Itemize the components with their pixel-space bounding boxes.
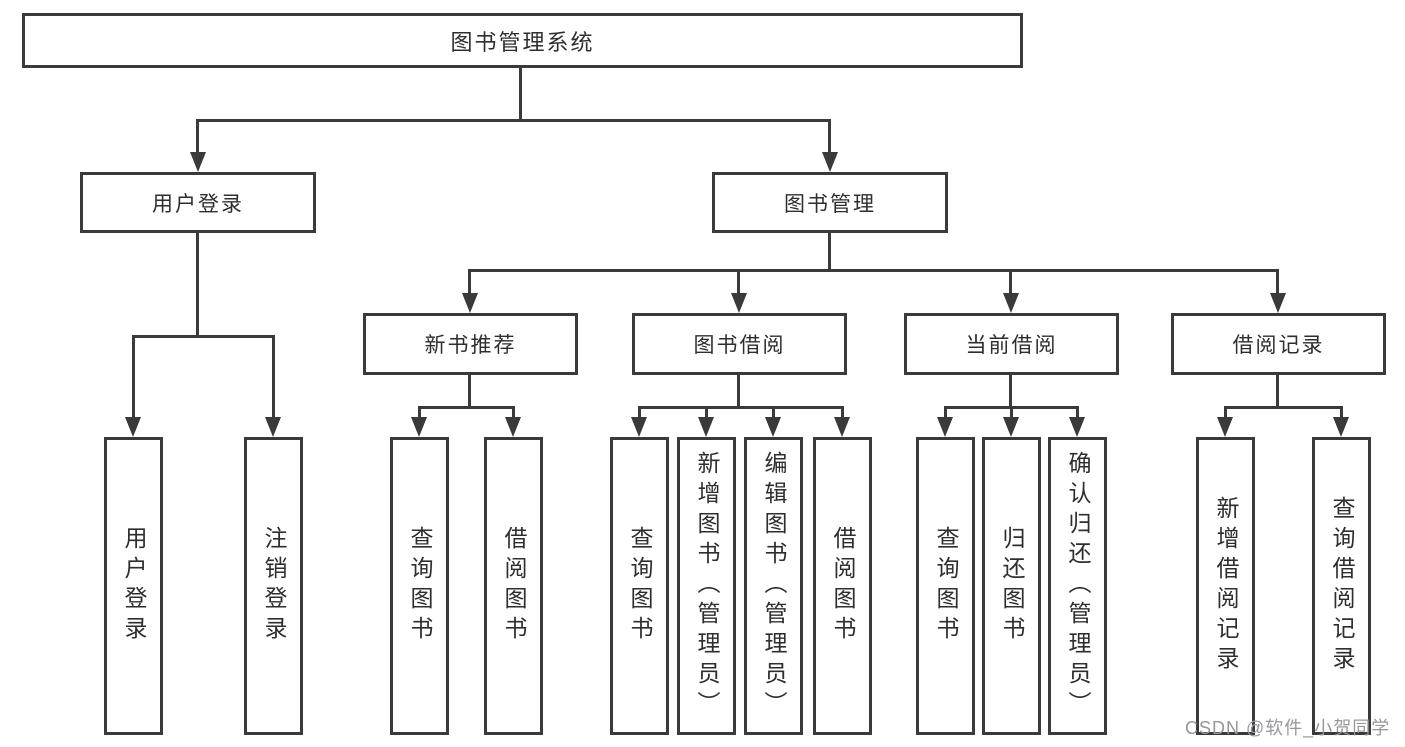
leaf-borrow-books-borrowing: 借阅图书 (813, 437, 872, 735)
connector-line (196, 232, 199, 337)
arrow-head (631, 417, 647, 437)
arrow-head (411, 417, 427, 437)
node-label: 图书管理系统 (450, 29, 595, 55)
leaf-confirm-return-admin: 确认归还（管理员） (1048, 437, 1107, 735)
connector-line (468, 374, 471, 409)
leaf-borrow-books-recommend: 借阅图书 (484, 437, 543, 735)
arrow-head (765, 417, 781, 437)
leaf-query-books-borrowing: 查询图书 (610, 437, 669, 735)
connector-line (1340, 406, 1343, 419)
connector-line (519, 67, 522, 121)
connector-line (737, 374, 740, 409)
connector-line (1076, 406, 1079, 419)
node-borrowing-records: 借阅记录 (1171, 313, 1386, 375)
connector-line (1009, 269, 1012, 295)
node-label: 图书管理 (784, 192, 876, 216)
leaf-add-book-admin: 新增图书（管理员） (677, 437, 736, 735)
csdn-watermark: CSDN @软件_小贺同学 (1185, 718, 1391, 738)
connector-line (1010, 406, 1013, 419)
connector-line (512, 406, 515, 419)
leaf-user-login: 用户登录 (104, 437, 163, 735)
node-label: 确认归还（管理员） (1065, 451, 1091, 721)
node-system-root: 图书管理系统 (22, 13, 1023, 68)
arrow-head (731, 293, 747, 313)
connector-line (1276, 374, 1279, 409)
connector-line (638, 406, 641, 419)
connector-line (944, 406, 947, 419)
connector-line (737, 269, 740, 295)
arrow-head (265, 417, 281, 437)
connector-line (418, 406, 515, 409)
arrow-head (125, 417, 141, 437)
node-label: 注销登录 (261, 526, 287, 646)
node-book-management: 图书管理 (712, 172, 948, 233)
node-label: 归还图书 (999, 526, 1025, 646)
leaf-logout: 注销登录 (244, 437, 303, 735)
node-label: 查询图书 (407, 526, 433, 646)
connector-line (1009, 374, 1012, 409)
arrow-head (698, 417, 714, 437)
leaf-query-books-current: 查询图书 (916, 437, 975, 735)
node-label: 新书推荐 (424, 334, 517, 357)
leaf-return-books: 归还图书 (982, 437, 1041, 735)
node-label: 编辑图书（管理员） (761, 451, 787, 721)
connector-line (197, 119, 831, 122)
connector-line (196, 119, 199, 154)
arrow-head (834, 417, 850, 437)
node-label: 借阅图书 (830, 526, 856, 646)
node-label: 查询图书 (627, 526, 653, 646)
leaf-add-borrow-record: 新增借阅记录 (1196, 437, 1255, 735)
node-user-login: 用户登录 (80, 172, 316, 233)
arrow-head (505, 417, 521, 437)
node-current-borrowing: 当前借阅 (904, 313, 1119, 375)
arrow-head (937, 417, 953, 437)
node-new-book-recommendation: 新书推荐 (363, 313, 578, 375)
arrow-head (1217, 417, 1233, 437)
node-label: 新增借阅记录 (1213, 496, 1239, 676)
node-label: 借阅图书 (501, 526, 527, 646)
connector-line (828, 119, 831, 154)
arrow-head (1003, 417, 1019, 437)
node-label: 用户登录 (121, 526, 147, 646)
leaf-edit-book-admin: 编辑图书（管理员） (744, 437, 803, 735)
connector-line (1224, 406, 1227, 419)
node-label: 新增图书（管理员） (694, 451, 720, 721)
connector-line (1276, 269, 1279, 295)
arrow-head (1333, 417, 1349, 437)
leaf-query-borrow-record: 查询借阅记录 (1312, 437, 1371, 735)
connector-line (418, 406, 421, 419)
connector-line (132, 335, 135, 418)
node-label: 借阅记录 (1232, 334, 1325, 357)
connector-line (272, 335, 275, 418)
node-book-borrowing: 图书借阅 (632, 313, 847, 375)
connector-line (828, 232, 831, 272)
node-label: 用户登录 (152, 192, 244, 216)
connector-line (468, 269, 471, 295)
arrow-head (190, 152, 206, 172)
leaf-query-books-recommend: 查询图书 (390, 437, 449, 735)
connector-line (468, 269, 1279, 272)
arrow-head (822, 152, 838, 172)
node-label: 图书借阅 (693, 334, 786, 357)
node-label: 查询图书 (933, 526, 959, 646)
node-label: 查询借阅记录 (1329, 496, 1355, 676)
connector-line (638, 406, 844, 409)
connector-line (132, 335, 275, 338)
connector-line (841, 406, 844, 419)
connector-line (1224, 406, 1343, 409)
arrow-head (462, 293, 478, 313)
node-label: 当前借阅 (965, 334, 1058, 357)
arrow-head (1270, 293, 1286, 313)
arrow-head (1069, 417, 1085, 437)
arrow-head (1003, 293, 1019, 313)
connector-line (772, 406, 775, 419)
connector-line (705, 406, 708, 419)
